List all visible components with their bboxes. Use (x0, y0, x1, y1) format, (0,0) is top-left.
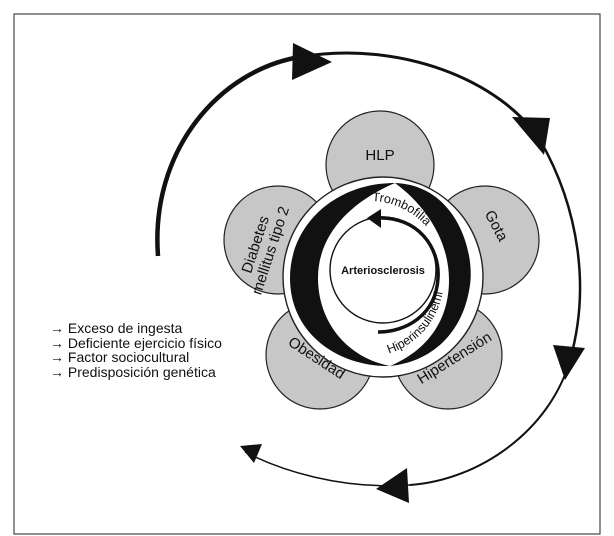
inner-arrowhead (367, 209, 381, 228)
factor-item: → Predisposición genética (50, 363, 216, 380)
factor-item: → Exceso de ingesta (50, 320, 183, 336)
label-center: Arteriosclerosis (341, 265, 425, 277)
outer-arc-bottom-right (409, 359, 571, 486)
risk-factor-list: → Exceso de ingesta → Deficiente ejercic… (50, 321, 222, 379)
arrowhead-right (553, 345, 585, 380)
arrowhead-upper-right (512, 117, 550, 155)
arrowhead-bottom (376, 468, 409, 503)
black-ring-right (390, 183, 471, 366)
arrowhead-top (292, 43, 332, 80)
outer-arc-right (538, 139, 582, 361)
inner-spiral (373, 216, 440, 334)
label-hlp: HLP (365, 147, 394, 164)
arrowhead-bottom-left (240, 444, 262, 463)
factor-item: → Factor sociocultural (50, 349, 190, 365)
outer-arc-top-left (155, 54, 301, 257)
black-crescent (290, 183, 395, 367)
factor-item: → Deficiente ejercicio físico (50, 334, 222, 351)
